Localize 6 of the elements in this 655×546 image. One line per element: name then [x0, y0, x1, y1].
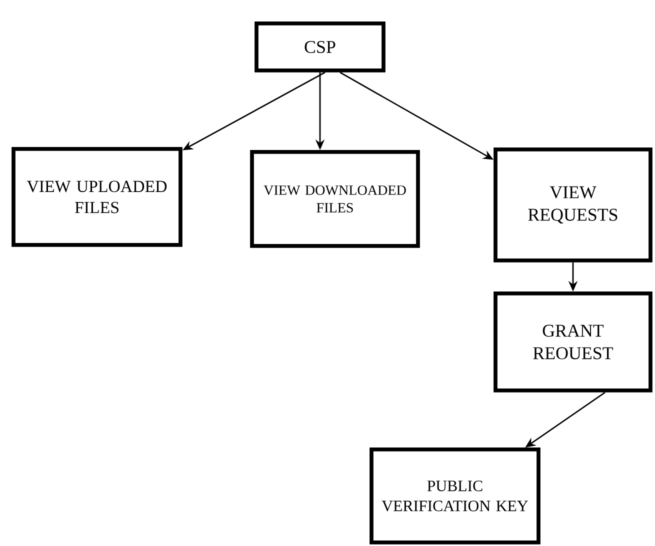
process-box: VIEW REQUESTS	[494, 148, 652, 262]
process-box: VIEW UPLOADED FILES	[12, 147, 182, 247]
process-box: VIEW DOWNLOADED FILES	[250, 150, 420, 248]
process-box: GRANT REOUEST	[494, 292, 652, 392]
process-box: CSP	[254, 22, 386, 72]
process-box: PUBLIC VERIFICATION KEY	[370, 448, 540, 544]
